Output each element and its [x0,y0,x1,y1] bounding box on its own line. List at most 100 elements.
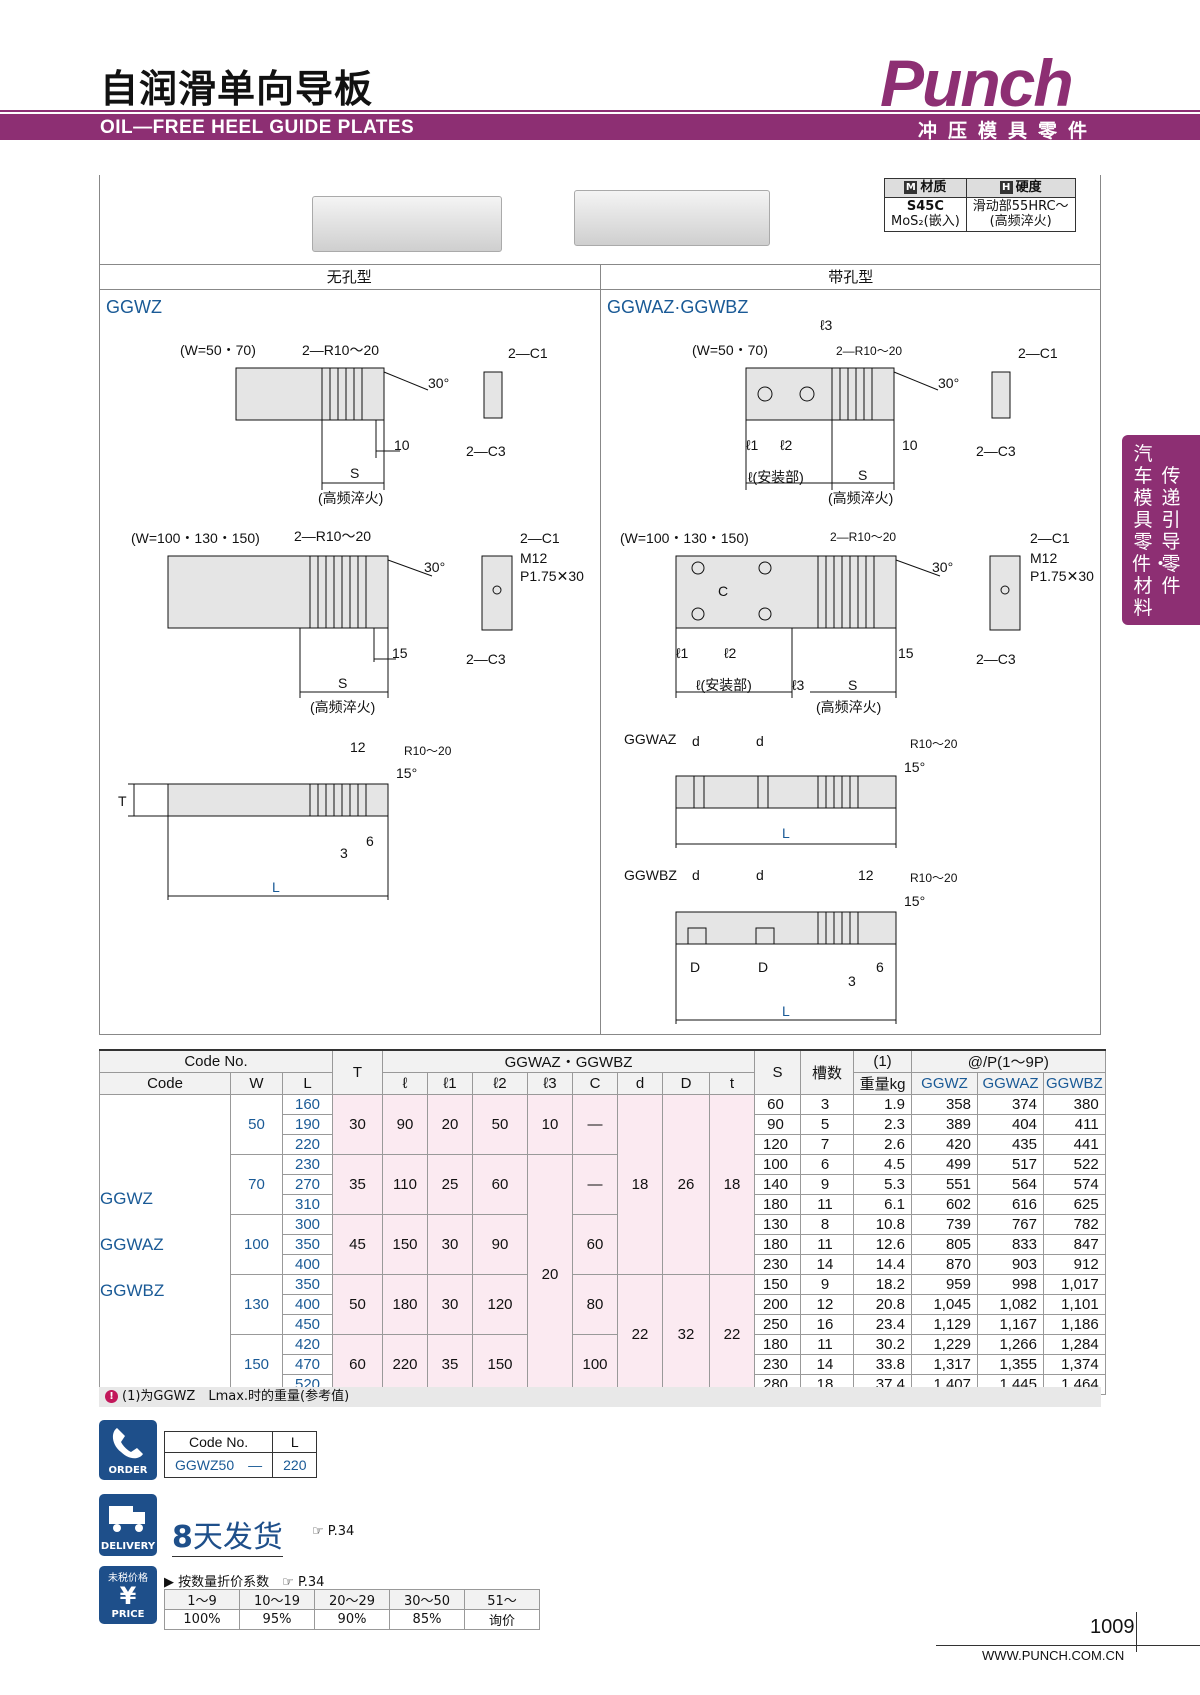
rate-2: 95% [239,1609,315,1630]
dim-pitch: P1.75✕30 [520,568,584,584]
cell-p1: 805 [911,1234,978,1255]
col-price-ggwaz: GGWAZ [977,1072,1044,1095]
dim-hardened-large-holed: (高频淬火) [816,699,881,715]
type-no-hole: 无孔型 [99,265,601,289]
dim-l2-large: ℓ2 [724,645,737,661]
drawing-side-small [483,371,503,419]
cell-p1: 739 [911,1214,978,1235]
dim-angle-15-ggwaz: 15° [904,759,925,775]
dim-w-large-holed: (W=100・130・150) [620,530,749,546]
cell-kg: 14.4 [853,1254,912,1275]
l-cell: 230 [282,1154,333,1175]
table-footnote: !(1)为GGWZ Lmax.时的重量(参考值) [99,1387,1101,1407]
col-c: C [572,1072,618,1095]
dim-install-large: ℓ(安装部) [696,677,752,693]
ell1-cell: 25 [427,1154,473,1215]
ell1-cell: 30 [427,1274,473,1335]
delivery-time: 8天发货 [172,1512,283,1557]
cell-n: 3 [800,1094,854,1115]
title-banner [0,114,1200,140]
dim-angle-30: 30° [428,375,449,391]
col-ell3: ℓ3 [527,1072,573,1095]
cell-p2: 1,167 [977,1314,1044,1335]
t-cell: 50 [332,1274,383,1335]
t-cell: 60 [332,1334,383,1395]
category-side-tab[interactable]: 汽车模具零件・材料 传递引导零件 [1122,435,1200,625]
cell-S: 230 [754,1354,801,1375]
dim-d-ggwbz: d [692,867,700,883]
footer-rule [936,1645,1200,1646]
cell-n: 16 [800,1314,854,1335]
ell1-cell: 35 [427,1334,473,1395]
cell-p1: 1,229 [911,1334,978,1355]
drawing-side-holed-small [991,371,1011,419]
cell-n: 11 [800,1234,854,1255]
dim-c3-large: 2—C3 [466,651,506,667]
col-price-ggwbz: GGWBZ [1043,1072,1106,1095]
order-example-l: 220 [272,1452,318,1478]
dDt-cell: 22 [709,1274,755,1395]
cell-p1: 389 [911,1114,978,1135]
dim-s: S [350,465,359,481]
cell-p3: 1,101 [1043,1294,1106,1315]
dim-radius-ggwbz: R10～20 [910,871,958,885]
series-label-left: GGWZ [106,297,162,317]
qty-4: 30～50 [389,1589,465,1610]
cell-kg: 2.6 [853,1134,912,1155]
dim-radius-ggwaz: R10～20 [910,737,958,751]
delivery-page-ref[interactable]: ☞ P.34 [312,1524,355,1539]
rate-1: 100% [164,1609,240,1630]
product-photo-plain [312,196,502,252]
drawing-plate-holed-small [745,367,895,421]
qty-2: 10～19 [239,1589,315,1610]
cell-n: 6 [800,1154,854,1175]
col-weight: 重量kg [853,1072,912,1095]
dim-c1-holed: 2—C1 [1018,345,1058,361]
w-cell: 100 [230,1214,283,1275]
col-slots: 槽数 [800,1049,854,1095]
dim-l: L [272,879,280,895]
ell-cell: 220 [382,1334,428,1395]
dim-l1-large: ℓ1 [676,645,689,661]
spec-table: Code No. T GGWAZ・GGWBZ S 槽数 (1) @/P(1～9P… [99,1049,1106,1395]
cell-n: 12 [800,1294,854,1315]
warning-icon: ! [105,1390,118,1403]
cell-kg: 5.3 [853,1174,912,1195]
cell-p3: 574 [1043,1174,1106,1195]
cell-S: 140 [754,1174,801,1195]
dim-radius-large-holed: 2—R10～20 [830,530,896,544]
dim-install: ℓ(安装部) [748,469,804,485]
cell-n: 14 [800,1254,854,1275]
cell-S: 180 [754,1194,801,1215]
cell-p2: 517 [977,1154,1044,1175]
rate-4: 85% [389,1609,465,1630]
website-url[interactable]: WWW.PUNCH.COM.CN [982,1648,1125,1663]
qty-1: 1～9 [164,1589,240,1610]
cell-S: 180 [754,1334,801,1355]
col-w: W [230,1072,283,1095]
w-cell: 150 [230,1334,283,1395]
cell-n: 14 [800,1354,854,1375]
t-cell: 30 [332,1094,383,1155]
cell-p3: 1,017 [1043,1274,1106,1295]
cell-p1: 602 [911,1194,978,1215]
dim-m12-holed: M12 [1030,550,1057,566]
cell-S: 230 [754,1254,801,1275]
dim-angle-15-ggwbz: 15° [904,893,925,909]
cell-S: 200 [754,1294,801,1315]
dim-hardened: (高频淬火) [318,490,383,506]
cell-S: 100 [754,1154,801,1175]
cell-n: 9 [800,1174,854,1195]
dim-radius-large: 2—R10～20 [294,528,371,544]
page-title: 自润滑单向导板 [100,67,374,111]
col-group: GGWAZ・GGWBZ [382,1049,755,1073]
col-t-small: t [709,1072,755,1095]
l-cell: 470 [282,1354,333,1375]
c-cell: 100 [572,1334,618,1395]
